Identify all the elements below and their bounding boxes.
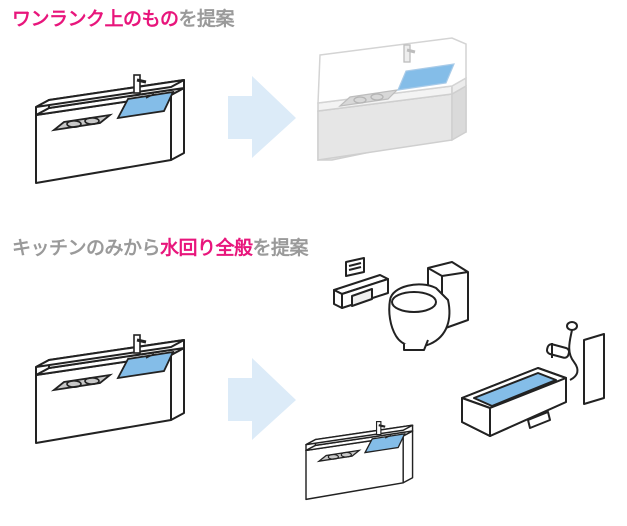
caption-upgrade: ワンランク上のものを提案 <box>12 4 235 31</box>
small-kitchen-icon <box>304 420 414 501</box>
caption-upgrade-highlight: ワンランク上のもの <box>12 8 179 30</box>
caption-all-water-prefix: キッチンのみから <box>12 237 161 259</box>
caption-all-water-highlight: 水回り全般 <box>160 237 253 259</box>
right-arrow-icon <box>228 76 296 158</box>
upgraded-kitchen-counter-icon <box>317 37 467 161</box>
kitchen-sink-counter-icon <box>34 73 186 185</box>
caption-all-water: キッチンのみから水回り全般を提案 <box>12 233 309 260</box>
shower-icon <box>545 321 605 405</box>
bathtub-icon <box>461 367 567 437</box>
kitchen-before-icon <box>34 333 186 445</box>
toilet-icon <box>388 261 469 351</box>
caption-all-water-rest: を提案 <box>252 237 309 259</box>
right-arrow-icon <box>228 358 296 440</box>
caption-upgrade-rest: を提案 <box>178 8 235 30</box>
toilet-paper-holder-icon <box>333 257 389 309</box>
